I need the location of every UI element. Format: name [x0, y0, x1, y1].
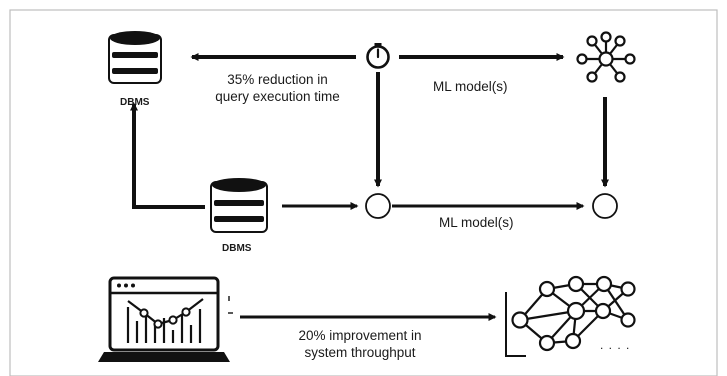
edge-label-ml-models-top: ML model(s): [433, 79, 508, 94]
dbms-label-top: DBMS: [120, 97, 150, 108]
dbms-label-bottom: DBMS: [222, 243, 252, 254]
database-icon: [210, 178, 268, 233]
clock-icon: [366, 43, 390, 69]
edge-label-ml-models-bottom: ML model(s): [439, 215, 514, 230]
laptop-chart-icon: [98, 276, 230, 362]
edge-label-query-reduction: 35% reduction in query execution time: [215, 72, 340, 104]
arrow-dbms-to-dbms: [130, 102, 205, 209]
diagram-frame: [9, 9, 718, 376]
database-icon: [108, 31, 162, 84]
model-node-circle: [365, 193, 391, 219]
output-node-circle: [592, 193, 618, 219]
edge-label-throughput: 20% improvement in system throughput: [298, 328, 422, 360]
network-ellipsis: . . . .: [600, 338, 631, 352]
network-hub-icon: [576, 31, 636, 83]
neural-network-icon: [505, 275, 636, 357]
